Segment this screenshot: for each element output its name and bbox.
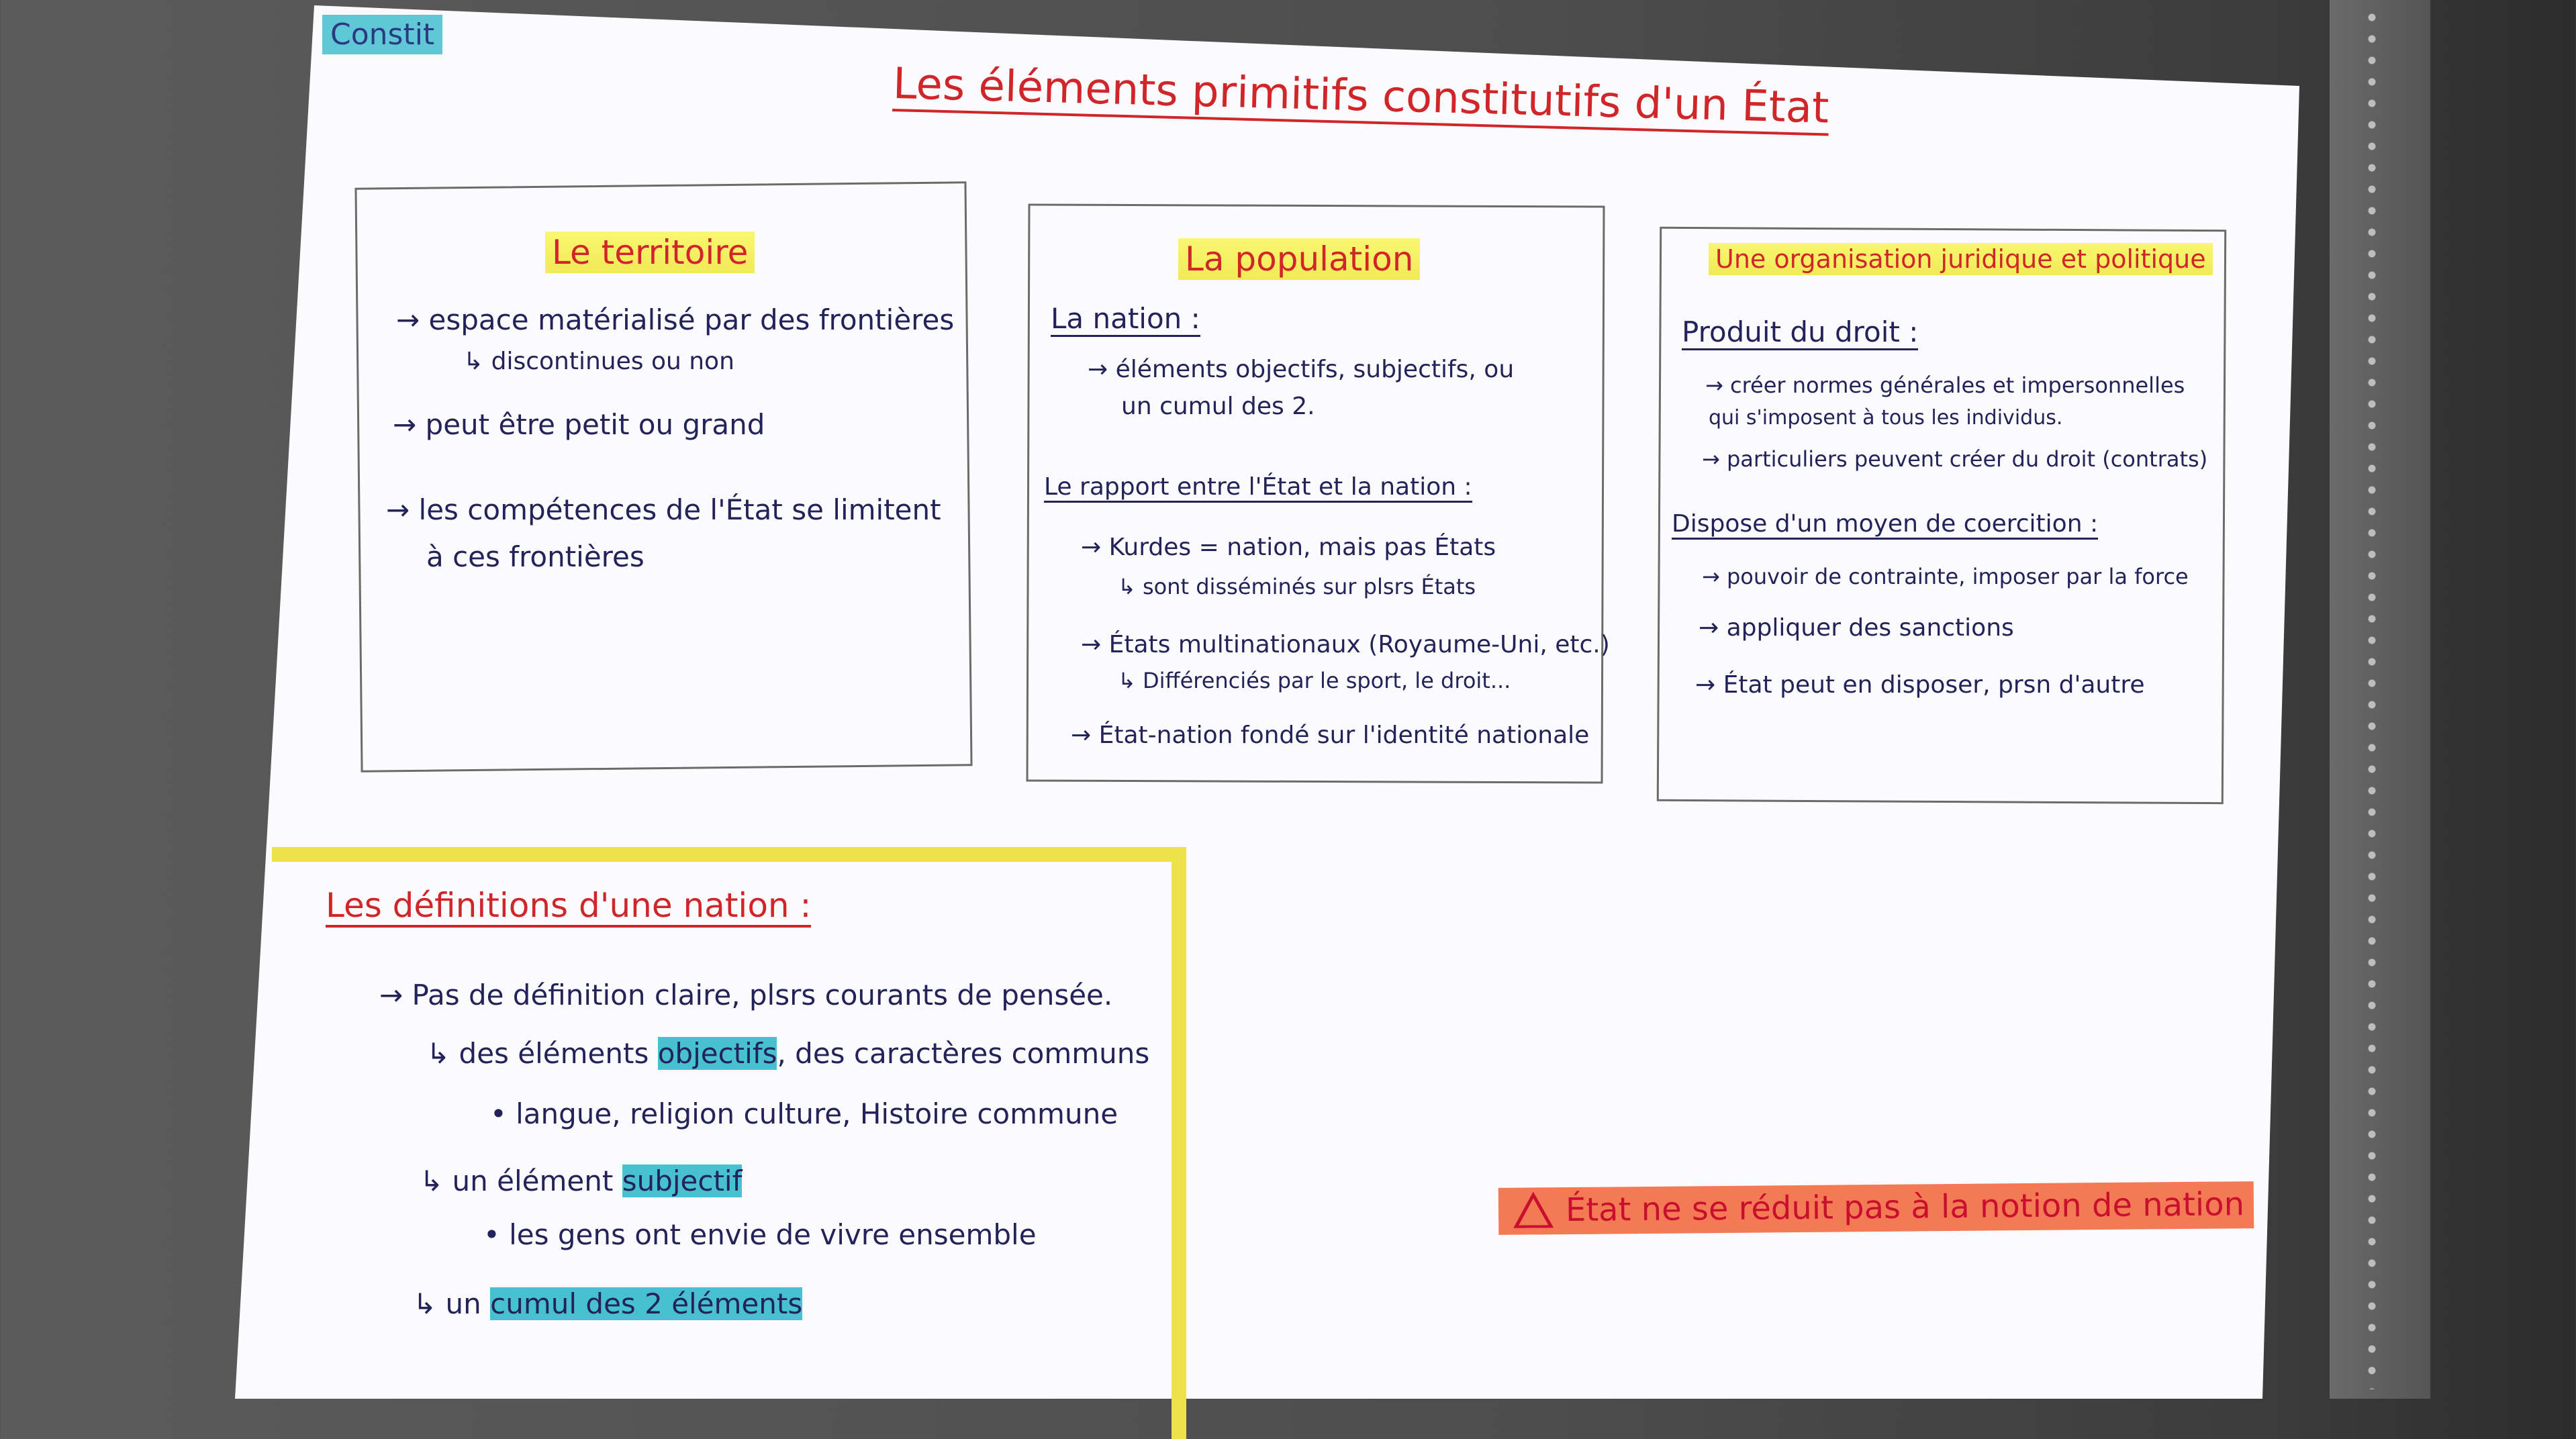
rapport-subheading: Le rapport entre l'État et la nation : [1044,473,1472,503]
definition-line: → Pas de définition claire, plsrs couran… [379,979,1113,1011]
definition-text: ↳ des éléments [426,1037,649,1070]
definition-line: ↳ un élément subjectif [420,1164,743,1197]
definitions-box [272,847,1186,1439]
organisation-line: → appliquer des sanctions [1699,614,2014,642]
binder-holes [2363,7,2381,1389]
organisation-line: → particuliers peuvent créer du droit (c… [1702,446,2208,472]
warning-icon [1513,1191,1554,1228]
population-line: → État-nation fondé sur l'identité natio… [1071,722,1590,749]
population-line: ↳ Différenciés par le sport, le droit... [1118,668,1511,693]
produit-subheading: Produit du droit : [1682,315,1919,350]
territoire-line: à ces frontières [426,540,645,573]
subjectif-highlight: subjectif [622,1164,743,1197]
organisation-line: → créer normes générales et impersonnell… [1705,373,2185,398]
definition-line: ↳ un cumul des 2 éléments [413,1287,803,1320]
photo-scene: Constit Les éléments primitifs constitut… [0,0,2576,1399]
definition-line: • langue, religion culture, Histoire com… [490,1097,1118,1130]
organisation-line: → pouvoir de contrainte, imposer par la … [1702,564,2189,589]
population-line: un cumul des 2. [1121,393,1315,420]
coercition-subheading: Dispose d'un moyen de coercition : [1672,510,2099,540]
definition-line: ↳ des éléments objectifs, des caractères… [426,1037,1149,1070]
population-heading: La population [1178,238,1421,280]
definition-text: ↳ un [413,1287,481,1320]
nation-subheading: La nation : [1051,302,1200,337]
organisation-heading: Une organisation juridique et politique [1709,243,2213,275]
subject-tag: Constit [322,15,443,54]
warning-banner: État ne se réduit pas à la notion de nat… [1498,1181,2254,1235]
population-line: → éléments objectifs, subjectifs, ou [1088,356,1515,383]
territoire-line: → peut être petit ou grand [393,408,765,441]
territoire-line: → les compétences de l'État se limitent [386,493,941,526]
definitions-heading: Les définitions d'une nation : [326,886,812,928]
population-line: ↳ sont disséminés sur plsrs États [1118,574,1476,599]
territoire-line: ↳ discontinues ou non [463,348,734,375]
population-line: → États multinationaux (Royaume-Uni, etc… [1081,631,1610,658]
definition-line: • les gens ont envie de vivre ensemble [483,1218,1037,1251]
organisation-line: qui s'imposent à tous les individus. [1709,406,2063,430]
objectifs-highlight: objectifs [657,1037,777,1070]
organisation-line: → État peut en disposer, prsn d'autre [1695,671,2145,699]
definition-text: , des caractères communs [777,1037,1150,1070]
territoire-line: → espace matérialisé par des frontières [396,303,955,336]
territoire-heading: Le territoire [545,232,755,273]
population-line: → Kurdes = nation, mais pas États [1081,534,1496,561]
cumul-highlight: cumul des 2 éléments [490,1287,803,1320]
definition-text: ↳ un élément [420,1164,614,1197]
warning-text: État ne se réduit pas à la notion de nat… [1565,1185,2245,1230]
